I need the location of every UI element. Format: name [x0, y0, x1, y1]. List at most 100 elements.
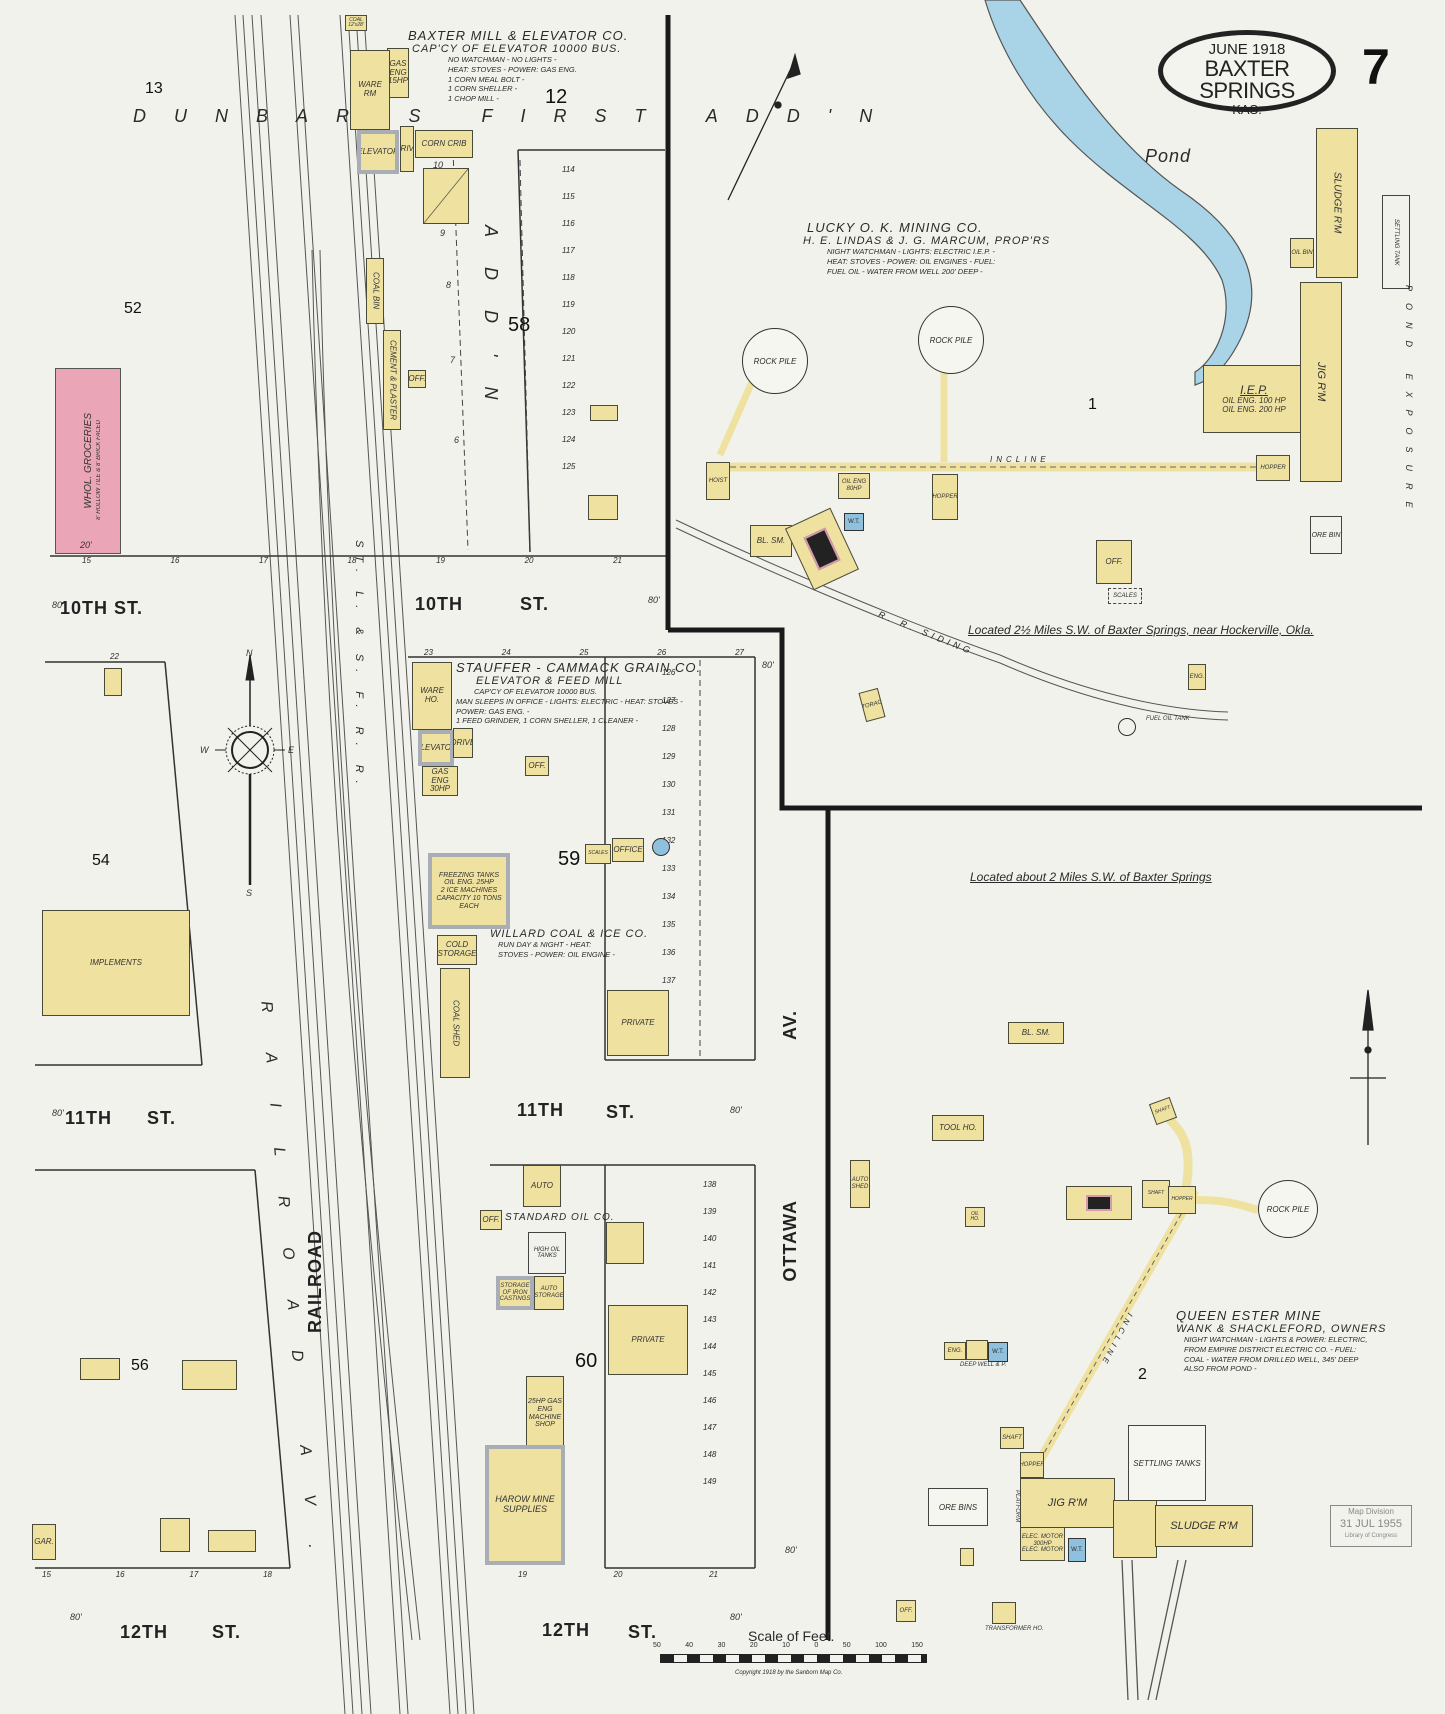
water-tank: W.T. [844, 513, 864, 531]
block-59: 59 [558, 848, 581, 870]
street-11th-west-st: ST. [147, 1108, 177, 1128]
standard-oil-auto: AUTO [523, 1165, 561, 1207]
railway-name: ST. L. & S. F. R. R. [353, 540, 365, 792]
block59-private: PRIVATE [607, 990, 669, 1056]
queen-shaft: SHAFT [1000, 1427, 1024, 1449]
ore-bin: ORE BIN [1310, 516, 1342, 554]
rock-pile: ROCK PILE [918, 306, 984, 374]
harow-mine-supplies: HAROW MINE SUPPLIES [485, 1445, 565, 1565]
street-width: 80' [70, 1612, 82, 1622]
dwelling [160, 1518, 190, 1552]
street-11th-center-st: ST. [606, 1102, 636, 1122]
block60-private: PRIVATE [608, 1305, 688, 1375]
street-railroad: RAILROAD [305, 1230, 325, 1333]
lucky-hoist: HOIST [706, 462, 730, 500]
street-11th-center: 11TH [517, 1100, 565, 1120]
lucky-location: Located 2½ Miles S.W. of Baxter Springs,… [968, 623, 1314, 637]
queen-center-room [1113, 1500, 1157, 1558]
stauffer-warehouse: WARE HO. [412, 662, 452, 730]
street-12th-center: 12TH [542, 1620, 591, 1640]
mill-office: OFF. [408, 370, 426, 388]
lucky-jig-room: JIG R'M [1300, 282, 1342, 482]
pond-exposure-label: POND EXPOSURE [1404, 285, 1414, 520]
street-width: 80' [52, 1108, 64, 1118]
garage: GAR. [32, 1524, 56, 1560]
street-12th-west-st: ST. [212, 1622, 242, 1642]
rock-pile: ROCK PILE [742, 328, 808, 394]
queen-platform: PLATFORM [1014, 1490, 1020, 1523]
street-ottawa: OTTAWA [780, 1200, 800, 1282]
stauffer-gas-engine: GAS ENG 30HP [422, 766, 458, 796]
town-name: BAXTER SPRINGS [1199, 56, 1295, 103]
queen-blacksmith: BL. SM. [1008, 1022, 1064, 1044]
warehouse: WARE RM [350, 50, 390, 130]
elevator: ELEVATOR [357, 130, 399, 174]
queen-shaft: SHAFT [1142, 1180, 1170, 1208]
block-13: 13 [145, 80, 163, 97]
machine-shop: 25HP GAS ENG MACHINE SHOP [526, 1376, 564, 1451]
queen-engine: ENG. [944, 1342, 966, 1360]
willard-coal-shed: COAL SHED [440, 968, 470, 1078]
stauffer-drive: DRIVE [453, 728, 473, 758]
queen-jig-room: JIG R'M [1020, 1478, 1115, 1528]
dwelling [182, 1360, 237, 1390]
cement-plaster: CEMENT & PLASTER [383, 330, 401, 430]
block59-scales: SCALES [585, 844, 611, 864]
lot-column-60: 138 139 140 141 142 143 144 145 146 147 … [703, 1180, 717, 1486]
lot-row-top: 15 16 17 18 19 20 21 [82, 556, 622, 565]
standard-oil-office: OFF. [480, 1210, 502, 1230]
lucky-sludge-room: SLUDGE R'M [1316, 128, 1358, 278]
street-12th-center-st: ST. [628, 1622, 658, 1642]
willard-freezing-tanks: FREEZING TANKS OIL ENG. 25HP 2 ICE MACHI… [428, 853, 510, 929]
queen-ester-location: Located about 2 Miles S.W. of Baxter Spr… [970, 870, 1212, 884]
lucky-scales: SCALES [1108, 588, 1142, 604]
groceries-wall-note: 8' HOLLOW TILE & 8' BRICK FACED [96, 420, 102, 520]
stauffer-office: OFF. [525, 756, 549, 776]
dunbar-addition-label: DUNBAR'S FIRST ADD'N [133, 106, 901, 126]
stauffer-label: STAUFFER - CAMMACK GRAIN CO. ELEVATOR & … [456, 660, 702, 726]
dwelling-x [606, 1222, 644, 1264]
title-cartouche: JUNE 1918 BAXTER SPRINGS KAS. [1158, 30, 1336, 117]
lot-number: 22 [110, 652, 119, 661]
fuel-oil-tank-label: FUEL OIL TANK [1146, 716, 1190, 722]
lucky-engine: ENG. [1188, 664, 1206, 690]
wholesale-groceries: WHOL. GROCERIES [55, 368, 121, 554]
ore-bins: ORE BINS [928, 1488, 988, 1526]
lucky-oil-engine: OIL ENG 80HP [838, 473, 870, 499]
street-10th-west: 10TH ST. [60, 598, 144, 618]
block59-office: OFFICE [612, 838, 644, 862]
block-2: 2 [1138, 1366, 1147, 1383]
library-stamp: Map Division 31 JUL 1955 Library of Cong… [1330, 1505, 1412, 1547]
compass-w: W [200, 745, 209, 755]
queen-sludge-room: SLUDGE R'M [1155, 1505, 1253, 1547]
block-1: 1 [1088, 396, 1097, 413]
street-11th-west: 11TH [65, 1108, 113, 1128]
queen-oil-house: OIL HO. [965, 1207, 985, 1227]
compass-s: S [246, 888, 253, 898]
copyright: Copyright 1918 by the Sanborn Map Co. [735, 1670, 843, 1676]
lucky-hopper-2: HOPPER [932, 474, 958, 520]
queen-auto-shed: AUTO SHED [850, 1160, 870, 1208]
dwelling-x [80, 1358, 120, 1380]
street-width: 80' [730, 1105, 742, 1115]
lot-number: 6 [454, 435, 460, 445]
compass-n: N [246, 648, 253, 658]
block-12: 12 [545, 86, 568, 108]
block-56: 56 [131, 1357, 149, 1374]
lot-row-bottom: 15 16 17 18 [42, 1570, 272, 1579]
coal-shed: COAL 12'x28' [345, 15, 367, 31]
dunbar-addition-vertical: ADD'N [481, 225, 501, 430]
lot-number: 8 [446, 280, 452, 290]
coal-bin: COAL BIN [366, 258, 384, 324]
street-10th-center-st: ST. [520, 594, 550, 614]
water-tank: W.T. [1068, 1538, 1086, 1562]
gas-engine-room: GAS ENG 15HP [387, 48, 409, 98]
deep-well-label: DEEP WELL & P. [960, 1362, 1007, 1368]
lot-column-59: 126 127 128 129 130 131 132 133 134 135 … [662, 668, 676, 985]
corn-crib: CORN CRIB [415, 130, 473, 158]
stauffer-elevator: ELEVATOR [418, 730, 454, 766]
willard-cold-storage: COLD STORAGE [437, 935, 477, 965]
scale-bar [660, 1654, 927, 1663]
queen-ester-label: QUEEN ESTER MINE WANK & SHACKLEFORD, OWN… [1176, 1308, 1387, 1374]
